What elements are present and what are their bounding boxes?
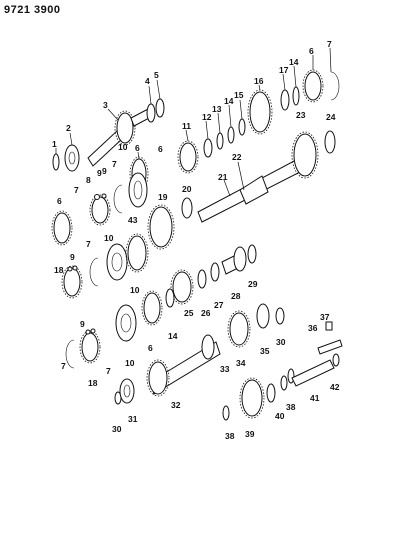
callout-8: 8 bbox=[86, 175, 91, 185]
callout-42: 42 bbox=[330, 382, 340, 392]
callout-16: 16 bbox=[254, 76, 264, 86]
callout-6b: 6 bbox=[309, 46, 314, 56]
callout-12: 12 bbox=[202, 112, 212, 122]
leader-lines bbox=[55, 47, 332, 197]
callout-23: 23 bbox=[296, 110, 306, 120]
callout-34: 34 bbox=[236, 358, 246, 368]
callout-33: 33 bbox=[220, 364, 230, 374]
callout-10b: 10 bbox=[104, 233, 114, 243]
callout-6c: 6 bbox=[158, 144, 163, 154]
callout-20: 20 bbox=[182, 184, 192, 194]
callout-1: 1 bbox=[52, 139, 57, 149]
callout-38a: 38 bbox=[286, 402, 296, 412]
callout-3: 3 bbox=[103, 100, 108, 110]
callout-30b: 30 bbox=[112, 424, 122, 434]
callout-18a: 18 bbox=[54, 265, 64, 275]
callout-6d: 6 bbox=[57, 196, 62, 206]
callout-18b: 18 bbox=[88, 378, 98, 388]
callout-7d: 7 bbox=[86, 239, 91, 249]
counter-gear-row bbox=[61, 233, 257, 305]
callout-6e: 6 bbox=[148, 343, 153, 353]
callout-41: 41 bbox=[310, 393, 320, 403]
callout-28: 28 bbox=[231, 291, 241, 301]
callout-27: 27 bbox=[214, 300, 224, 310]
callout-37: 37 bbox=[320, 312, 330, 322]
callout-4: 4 bbox=[145, 76, 150, 86]
callout-31: 31 bbox=[128, 414, 138, 424]
mainshaft-assembly bbox=[51, 130, 336, 250]
bottom-shaft-assembly bbox=[114, 353, 340, 421]
diagram-code: 9721 3900 bbox=[4, 4, 61, 16]
callout-43: 43 bbox=[128, 215, 138, 225]
callout-5: 5 bbox=[154, 70, 159, 80]
callout-9c: 9 bbox=[70, 252, 75, 262]
callout-7a: 7 bbox=[112, 159, 117, 169]
callout-7b: 7 bbox=[327, 39, 332, 49]
callout-32: 32 bbox=[171, 400, 181, 410]
callout-17: 17 bbox=[279, 65, 289, 75]
callout-38b: 38 bbox=[225, 431, 235, 441]
callout-9d: 9 bbox=[80, 319, 85, 329]
reverse-gear-row bbox=[65, 288, 343, 397]
input-shaft-assembly bbox=[52, 69, 340, 192]
callout-39: 39 bbox=[245, 429, 255, 439]
callout-13: 13 bbox=[212, 104, 222, 114]
callout-30a: 30 bbox=[276, 337, 286, 347]
callout-9b: 9 bbox=[102, 166, 107, 176]
callout-25: 25 bbox=[184, 308, 194, 318]
callout-14c: 14 bbox=[168, 331, 178, 341]
callout-10c: 10 bbox=[130, 285, 140, 295]
callout-40: 40 bbox=[275, 411, 285, 421]
callout-19: 19 bbox=[158, 192, 168, 202]
callout-labels: 1 2 3 4 5 6 7 8 9 10 11 12 13 14 15 16 1… bbox=[52, 39, 340, 441]
callout-10a: 10 bbox=[118, 142, 128, 152]
callout-2: 2 bbox=[66, 123, 71, 133]
callout-6a: 6 bbox=[135, 143, 140, 153]
callout-29: 29 bbox=[248, 279, 258, 289]
callout-14b: 14 bbox=[289, 57, 299, 67]
callout-24: 24 bbox=[326, 112, 336, 122]
callout-7c: 7 bbox=[74, 185, 79, 195]
callout-10d: 10 bbox=[125, 358, 135, 368]
callout-22: 22 bbox=[232, 152, 242, 162]
callout-11: 11 bbox=[182, 121, 191, 131]
callout-14a: 14 bbox=[224, 96, 234, 106]
callout-15: 15 bbox=[234, 90, 244, 100]
callout-21: 21 bbox=[218, 172, 228, 182]
callout-35: 35 bbox=[260, 346, 270, 356]
callout-7e: 7 bbox=[61, 361, 66, 371]
callout-9a: 9 bbox=[97, 168, 102, 178]
callout-36: 36 bbox=[308, 323, 318, 333]
callout-7f: 7 bbox=[106, 366, 111, 376]
callout-26: 26 bbox=[201, 308, 211, 318]
